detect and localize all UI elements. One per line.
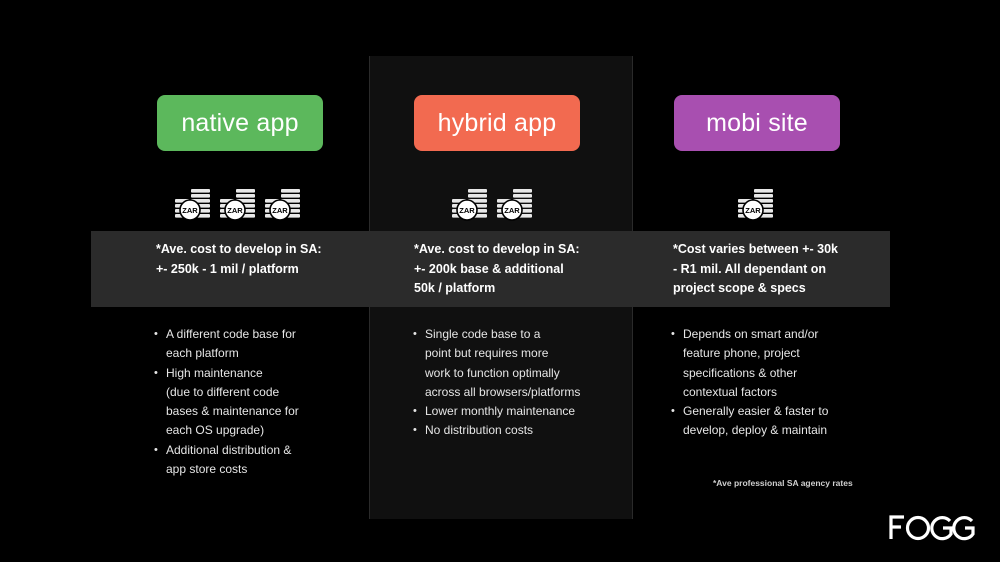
mobi-bullets: Depends on smart and/or feature phone, p… [671,325,828,441]
native-cost-coins: ZAR ZAR ZAR [174,186,302,222]
footnote: *Ave professional SA agency rates [713,478,853,488]
zar-coin-stack-icon: ZAR [451,186,489,222]
svg-text:ZAR: ZAR [459,206,475,215]
zar-coin-stack-icon: ZAR [737,186,775,222]
hybrid-cost-text: *Ave. cost to develop in SA: +- 200k bas… [414,242,580,295]
svg-text:ZAR: ZAR [182,206,198,215]
svg-text:ZAR: ZAR [745,206,761,215]
cost-band [91,231,890,307]
list-item: No distribution costs [413,421,580,441]
list-item: High maintenance (due to different code … [154,364,299,441]
zar-coin-stack-icon: ZAR [496,186,534,222]
native-bullets: A different code base for each platform … [154,325,299,479]
zar-coin-stack-icon: ZAR [219,186,257,222]
zar-coin-stack-icon: ZAR [174,186,212,222]
list-item: Generally easier & faster to develop, de… [671,402,828,441]
native-app-label: native app [157,95,323,151]
list-item: Depends on smart and/or feature phone, p… [671,325,828,402]
svg-text:ZAR: ZAR [504,206,520,215]
list-item: A different code base for each platform [154,325,299,364]
mobi-site-label: mobi site [674,95,840,151]
svg-text:ZAR: ZAR [227,206,243,215]
zar-coin-stack-icon: ZAR [264,186,302,222]
native-cost-text: *Ave. cost to develop in SA: +- 250k - 1… [156,242,322,276]
list-item: Additional distribution & app store cost… [154,441,299,480]
fogg-logo [889,515,975,541]
svg-text:ZAR: ZAR [272,206,288,215]
mobi-cost-coins: ZAR [737,186,775,222]
hybrid-cost-coins: ZAR ZAR [451,186,534,222]
mobi-cost-text: *Cost varies between +- 30k - R1 mil. Al… [673,242,839,295]
hybrid-app-label: hybrid app [414,95,580,151]
hybrid-bullets: Single code base to a point but requires… [413,325,580,441]
list-item: Lower monthly maintenance [413,402,580,422]
list-item: Single code base to a point but requires… [413,325,580,402]
